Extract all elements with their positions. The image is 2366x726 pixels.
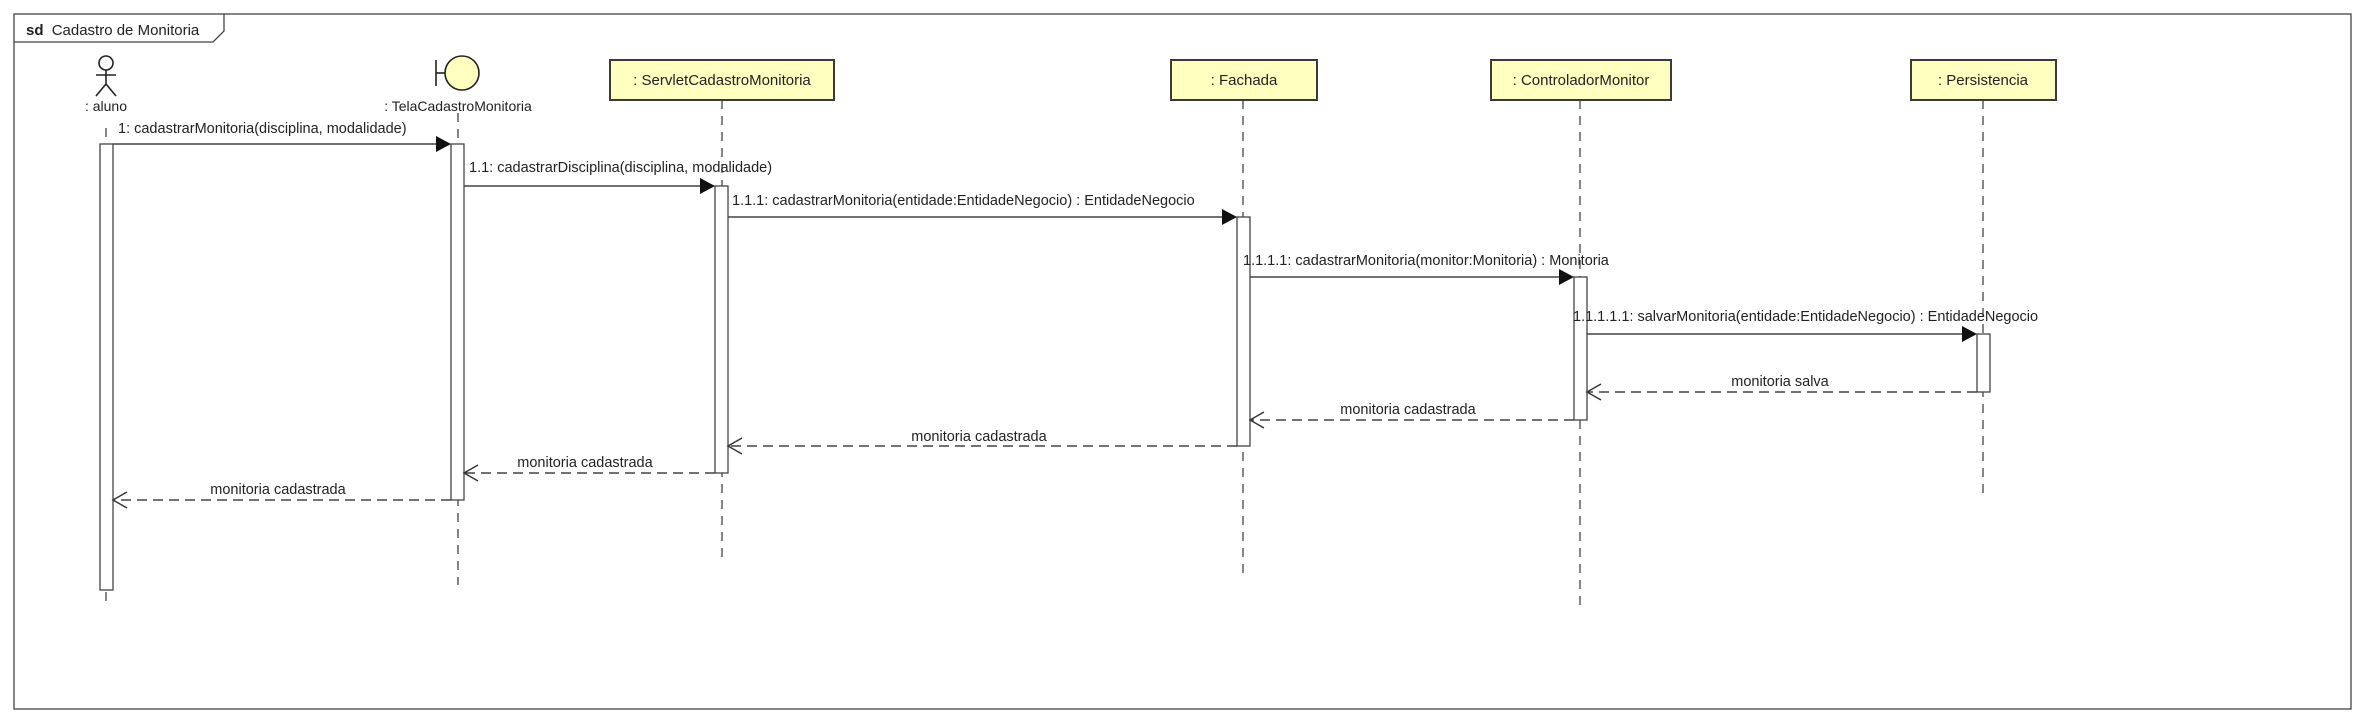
- activation-fachada: [1236, 216, 1251, 447]
- message-4-label: 1.1.1.1: cadastrarMonitoria(monitor:Moni…: [1243, 253, 1610, 269]
- message-10-arrowhead-icon: [111, 491, 128, 509]
- message-6[interactable]: monitoria salva: [1585, 374, 1977, 401]
- lifelines-layer: [105, 100, 1984, 612]
- message-7-arrowhead-icon: [1248, 411, 1265, 429]
- actor-aluno[interactable]: : aluno: [85, 55, 127, 114]
- lifeline-label-fachada: : Fachada: [1211, 72, 1278, 89]
- object-fachada[interactable]: : Fachada: [1170, 59, 1318, 101]
- message-10[interactable]: monitoria cadastrada: [111, 482, 451, 509]
- activation-persistencia: [1976, 333, 1991, 393]
- message-1-arrowhead-icon: [436, 136, 451, 152]
- activations-layer: [99, 143, 1991, 591]
- message-8[interactable]: monitoria cadastrada: [726, 429, 1237, 455]
- message-7[interactable]: monitoria cadastrada: [1248, 402, 1574, 429]
- message-2-label: 1.1: cadastrarDisciplina(disciplina, mod…: [469, 160, 772, 176]
- lifeline-heads: : aluno : TelaCadastroMonitoria : Servle…: [85, 55, 2057, 114]
- message-9[interactable]: monitoria cadastrada: [462, 455, 715, 482]
- lifeline-label-controlador: : ControladorMonitor: [1513, 72, 1650, 89]
- lifeline-label-servlet: : ServletCadastroMonitoria: [633, 72, 811, 89]
- message-5[interactable]: 1.1.1.1.1: salvarMonitoria(entidade:Enti…: [1573, 309, 2038, 342]
- object-controlador[interactable]: : ControladorMonitor: [1490, 59, 1672, 101]
- object-box-persistencia: [1910, 59, 2057, 101]
- actor-head-icon: [98, 55, 114, 71]
- frame-tab: [14, 14, 225, 43]
- activation-controlador: [1573, 276, 1588, 421]
- message-4-arrowhead-icon: [1559, 269, 1574, 285]
- object-box-controlador: [1490, 59, 1672, 101]
- actor-leg-left: [95, 83, 107, 97]
- message-4[interactable]: 1.1.1.1: cadastrarMonitoria(monitor:Moni…: [1243, 253, 1610, 285]
- message-7-label: monitoria cadastrada: [1340, 402, 1476, 418]
- message-10-label: monitoria cadastrada: [210, 482, 346, 498]
- message-2-arrowhead-icon: [700, 178, 715, 194]
- activation-aluno: [99, 143, 114, 591]
- lifeline-label-persistencia: : Persistencia: [1938, 72, 2029, 89]
- object-box-servlet: [609, 59, 835, 101]
- message-8-arrowhead-icon: [726, 437, 743, 455]
- actor-leg-right: [105, 83, 117, 97]
- message-9-arrowhead-icon: [462, 464, 479, 482]
- message-3-label: 1.1.1: cadastrarMonitoria(entidade:Entid…: [732, 193, 1195, 209]
- activation-servlet: [714, 185, 729, 474]
- lifeline-label-aluno: : aluno: [85, 98, 127, 114]
- message-6-label: monitoria salva: [1731, 374, 1829, 390]
- message-3-arrowhead-icon: [1222, 209, 1237, 225]
- message-6-arrowhead-icon: [1585, 383, 1602, 401]
- message-5-label: 1.1.1.1.1: salvarMonitoria(entidade:Enti…: [1573, 309, 2038, 325]
- frame-name: Cadastro de Monitoria: [52, 22, 200, 39]
- object-box-fachada: [1170, 59, 1318, 101]
- frame-border: [13, 13, 2352, 710]
- frame-keyword: sd: [26, 22, 44, 39]
- message-3[interactable]: 1.1.1: cadastrarMonitoria(entidade:Entid…: [728, 193, 1237, 225]
- message-5-arrowhead-icon: [1962, 326, 1977, 342]
- message-9-label: monitoria cadastrada: [517, 455, 653, 471]
- lifeline-label-tela: : TelaCadastroMonitoria: [384, 98, 532, 114]
- message-8-label: monitoria cadastrada: [911, 429, 1047, 445]
- frame-title: sd Cadastro de Monitoria: [26, 22, 200, 39]
- object-servlet[interactable]: : ServletCadastroMonitoria: [609, 59, 835, 101]
- message-2[interactable]: 1.1: cadastrarDisciplina(disciplina, mod…: [464, 160, 772, 194]
- boundary-tela[interactable]: : TelaCadastroMonitoria: [384, 55, 532, 114]
- messages-layer: 1: cadastrarMonitoria(disciplina, modali…: [111, 121, 2038, 509]
- object-persistencia[interactable]: : Persistencia: [1910, 59, 2057, 101]
- boundary-circle-icon: [444, 55, 480, 91]
- activation-tela: [450, 143, 465, 501]
- message-1-label: 1: cadastrarMonitoria(disciplina, modali…: [118, 121, 407, 137]
- message-1[interactable]: 1: cadastrarMonitoria(disciplina, modali…: [113, 121, 451, 152]
